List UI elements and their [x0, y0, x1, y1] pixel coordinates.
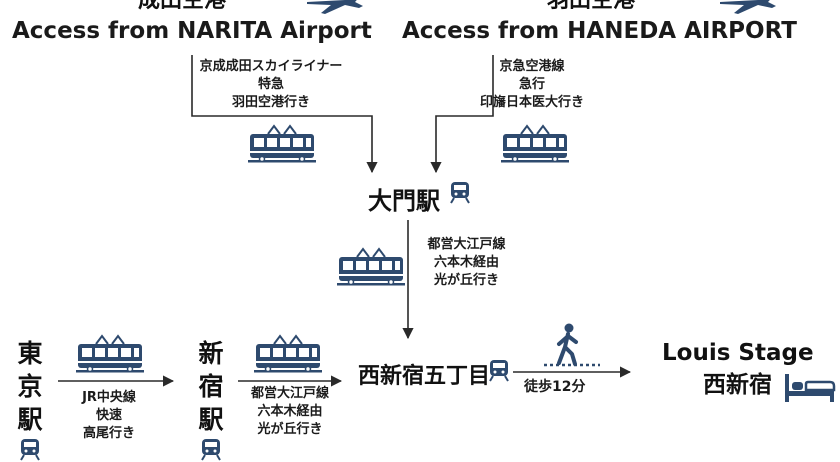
tram-icon: [500, 125, 570, 164]
tokyo-station-char: 駅: [17, 405, 43, 434]
narita-route-label: 京成成田スカイライナー 特急 羽田空港行き: [186, 58, 356, 112]
tram-icon: [75, 335, 145, 374]
destination-name: Louis Stage: [662, 340, 814, 366]
walking-person-icon: [557, 323, 578, 366]
destination-area: 西新宿: [703, 372, 772, 398]
narita-route-line: 京成成田スカイライナー: [199, 59, 343, 74]
arrow-haneda-to-daimon: [430, 55, 494, 174]
shinjuku-station-label: 新 宿 駅: [196, 337, 226, 436]
haneda-route-line: 京急空港線: [499, 59, 565, 74]
bed-icon: [785, 374, 836, 402]
narita-jp-title: 成田空港: [138, 0, 227, 13]
nishishinjuku-station-label: 西新宿五丁目: [358, 364, 491, 389]
tokyo-station-char: 京: [17, 372, 43, 401]
jr-route-line: 高尾行き: [82, 426, 135, 441]
oedo-shinjuku-route-label: 都営大江戸線 六本木経由 光が丘行き: [240, 385, 340, 439]
shinjuku-station-char: 宿: [198, 372, 224, 401]
jr-route-line: JR中央線: [82, 390, 136, 405]
tokyo-station-label: 東 京 駅: [15, 337, 45, 436]
tokyo-station-char: 東: [17, 339, 43, 368]
tram-icon: [336, 248, 406, 287]
haneda-jp-title: 羽田空港: [547, 0, 636, 13]
oedo-daimon-route-label: 都営大江戸線 六本木経由 光が丘行き: [414, 236, 519, 290]
arrow-narita-to-daimon: [191, 55, 378, 174]
tram-icon: [247, 125, 317, 164]
shinjuku-station-char: 新: [198, 339, 224, 368]
station-train-icon: [201, 438, 221, 461]
jr-route-line: 快速: [95, 408, 122, 423]
narita-route-line: 特急: [257, 77, 284, 92]
haneda-route-line: 印旛日本医大行き: [479, 95, 584, 110]
daimon-station-label: 大門駅: [368, 187, 440, 215]
airplane-icon: [307, 0, 363, 14]
oedo-route-line: 光が丘行き: [257, 422, 323, 437]
narita-en-title: Access from NARITA Airport: [12, 18, 372, 44]
station-train-icon: [450, 181, 470, 204]
oedo-route-line: 都営大江戸線: [250, 386, 329, 401]
jr-chuo-route-label: JR中央線 快速 高尾行き: [64, 389, 154, 443]
station-train-icon: [20, 438, 40, 461]
walk-label: 徒歩12分: [524, 379, 586, 395]
haneda-route-line: 急行: [518, 77, 545, 92]
shinjuku-station-char: 駅: [198, 405, 224, 434]
tram-icon: [253, 335, 323, 374]
haneda-route-label: 京急空港線 急行 印旛日本医大行き: [452, 58, 612, 112]
narita-route-line: 羽田空港行き: [231, 95, 310, 110]
haneda-en-title: Access from HANEDA AIRPORT: [402, 18, 797, 44]
oedo-route-line: 光が丘行き: [433, 273, 499, 288]
oedo-route-line: 六本木経由: [257, 404, 323, 419]
airplane-icon: [720, 0, 776, 14]
oedo-route-line: 六本木経由: [433, 255, 499, 270]
oedo-route-line: 都営大江戸線: [427, 237, 506, 252]
station-train-icon: [489, 359, 509, 382]
